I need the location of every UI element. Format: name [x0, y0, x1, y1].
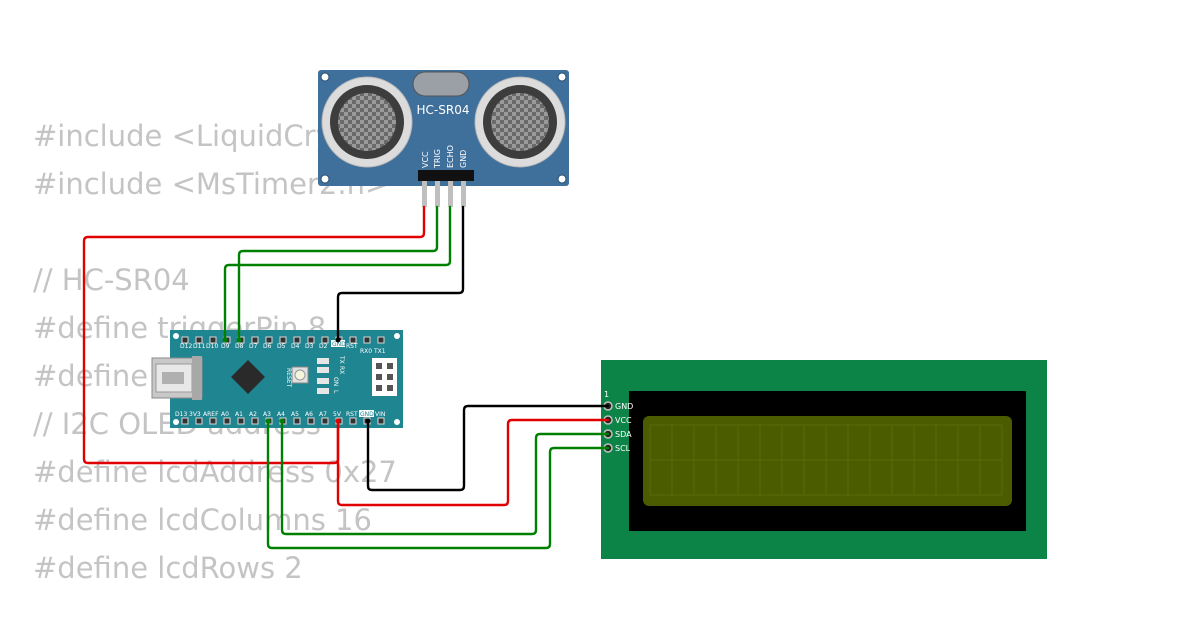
arduino-nano[interactable]: D12 D11 D10 D9 D8 D7 D6 D5 D4 D3 D2 GND … [151, 330, 403, 428]
mounting-hole [173, 333, 179, 339]
nano-pin-label: D2 [319, 343, 328, 350]
wire-endpoints [222, 337, 371, 424]
nano-pin-label: A0 [221, 411, 229, 418]
microcontroller-chip [231, 360, 265, 394]
status-leds [317, 358, 329, 394]
nano-pin-label: 5V [333, 411, 342, 418]
lcd-pin-label-sda: SDA [615, 430, 632, 439]
hc-sr04-sensor[interactable]: HC-SR04 VCC TRIG ECHO GND [318, 70, 569, 207]
nano-pin-label: GND [332, 341, 346, 348]
nano-pin-label: D8 [235, 343, 244, 350]
nano-pin-label: D3 [305, 343, 314, 350]
wire-lcd-sda[interactable] [280, 419, 610, 536]
mounting-hole [320, 72, 330, 82]
nano-pin-label: D11 [193, 343, 205, 350]
led-label-l: L [332, 390, 339, 394]
lcd-pin-one-label: 1 [604, 390, 609, 399]
nano-pin-label: D7 [249, 343, 258, 350]
nano-pin-label: D6 [263, 343, 272, 350]
gnd-pin-highlight [359, 410, 374, 417]
nano-pin-label: RX0 [360, 348, 372, 355]
reset-label: RESET [285, 368, 292, 388]
nano-pin-label: 3V3 [189, 411, 201, 418]
wire-lcd-gnd[interactable] [366, 404, 610, 492]
nano-pin-label: D5 [277, 343, 286, 350]
nano-pin-label: TX1 [373, 348, 386, 355]
nano-pin-label: RST [346, 343, 358, 350]
code-line: #define lcdRows 2 [33, 551, 303, 585]
mounting-hole [394, 419, 400, 425]
icsp-header [372, 358, 397, 396]
sensor-header [418, 170, 474, 207]
nano-pin-label: A5 [291, 411, 299, 418]
nano-pin-label: D10 [206, 343, 218, 350]
reset-button[interactable] [291, 366, 309, 384]
lcd-screen [643, 416, 1012, 506]
wire-gnd-sensor[interactable] [336, 205, 465, 342]
wire-lcd-vcc[interactable] [336, 418, 610, 507]
led-label-rx: RX [338, 366, 345, 374]
nano-pin-label: AREF [203, 411, 219, 418]
sensor-title: HC-SR04 [417, 103, 470, 117]
wire-vcc-sensor[interactable] [82, 205, 426, 465]
mounting-hole [173, 419, 179, 425]
mounting-hole [320, 174, 330, 184]
sensor-pin-label-gnd: GND [459, 150, 468, 168]
nano-pin-label: D4 [291, 343, 300, 350]
mounting-hole [557, 174, 567, 184]
nano-pin-label: A2 [249, 411, 257, 418]
sensor-pin-label-trig: TRIG [433, 149, 442, 169]
mounting-hole [557, 72, 567, 82]
sensor-pin-label-vcc: VCC [421, 151, 430, 168]
nano-pin-label: A7 [319, 411, 327, 418]
wire-lcd-scl[interactable] [266, 419, 610, 550]
nano-pin-label: A6 [305, 411, 313, 418]
nano-pin-label: RST [346, 411, 358, 418]
mounting-hole [394, 333, 400, 339]
nano-pin-label: VIN [375, 411, 385, 418]
lcd-1602-i2c[interactable]: 1 GND VCC SDA SCL [601, 360, 1047, 559]
wire-trig[interactable] [237, 205, 439, 342]
gnd-pin-highlight [331, 340, 345, 347]
led-label-on: ON [332, 377, 339, 386]
lcd-pin-label-scl: SCL [615, 444, 631, 453]
lcd-pin-label-vcc: VCC [615, 416, 632, 425]
nano-pin-label: A4 [277, 411, 285, 418]
crystal-oscillator [412, 71, 470, 97]
sensor-pin-label-echo: ECHO [446, 145, 455, 168]
code-line: #define lcdColumns 16 [33, 503, 372, 537]
transducer-right [474, 76, 566, 168]
led-label-tx: TX [338, 355, 345, 364]
lcd-character-cells [649, 424, 1003, 496]
lcd-pin-label-gnd: GND [615, 402, 633, 411]
transducer-left [321, 76, 413, 168]
nano-pin-label: A3 [263, 411, 271, 418]
wire-echo[interactable] [223, 205, 452, 342]
usb-connector [151, 356, 203, 400]
nano-pin-label: D13 [175, 411, 187, 418]
nano-pin-label: D9 [221, 343, 230, 350]
nano-pin-label: D12 [180, 343, 192, 350]
nano-pin-label: A1 [235, 411, 243, 418]
nano-pin-label: GND [360, 411, 374, 418]
